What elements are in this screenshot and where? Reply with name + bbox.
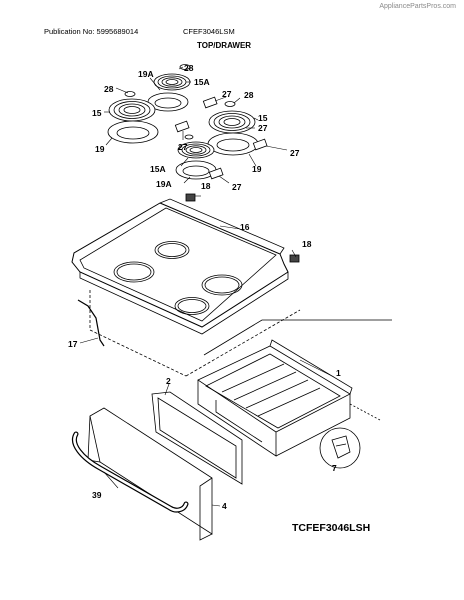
callout-27-bottom: 27 xyxy=(232,182,242,192)
callout-18a: 18 xyxy=(201,181,211,191)
drawer-handle xyxy=(72,431,189,513)
callout-4: 4 xyxy=(222,501,227,511)
callout-27a: 27 xyxy=(222,89,232,99)
callout-1: 1 xyxy=(336,368,341,378)
model-number: CFEF3046LSM xyxy=(183,27,235,36)
callout-19-right: 19 xyxy=(252,164,262,174)
glide-7 xyxy=(319,427,361,469)
cooktop-panel xyxy=(71,198,289,335)
callout-28a: 28 xyxy=(184,63,194,73)
callout-15a-bottom: 15A xyxy=(150,164,166,174)
burner-back-center xyxy=(147,64,191,112)
rod-17 xyxy=(77,299,105,347)
callout-15a-top: 15A xyxy=(194,77,210,87)
watermark: AppliancePartsPros.com xyxy=(379,3,456,10)
callout-28c: 28 xyxy=(104,84,114,94)
burner-front-center xyxy=(175,134,217,180)
callout-18b: 18 xyxy=(302,239,312,249)
callout-15-left: 15 xyxy=(92,108,102,118)
callout-27-right: 27 xyxy=(290,148,300,158)
callout-7: 7 xyxy=(332,463,337,473)
callout-15-right: 15 xyxy=(258,113,268,123)
callout-27-center: 27 xyxy=(178,142,188,152)
burner-left xyxy=(107,91,159,144)
callout-2: 2 xyxy=(166,376,171,386)
section-title: TOP/DRAWER xyxy=(197,41,252,50)
callout-27b: 27 xyxy=(258,123,268,133)
callout-19a-top: 19A xyxy=(138,69,154,79)
callout-39: 39 xyxy=(92,490,102,500)
publication-number: Publication No: 5995689014 xyxy=(44,27,139,36)
callout-28b: 28 xyxy=(244,90,254,100)
bracket-18-right xyxy=(289,254,300,263)
callout-19a-bottom: 19A xyxy=(156,179,172,189)
diagram-code: TCFEF3046LSH xyxy=(292,522,371,534)
callout-17: 17 xyxy=(68,339,78,349)
callout-19-left: 19 xyxy=(95,144,105,154)
drawer-body xyxy=(197,339,353,457)
callout-16: 16 xyxy=(240,222,250,232)
drawer-liner xyxy=(151,391,243,485)
bracket-18-left xyxy=(185,193,196,202)
